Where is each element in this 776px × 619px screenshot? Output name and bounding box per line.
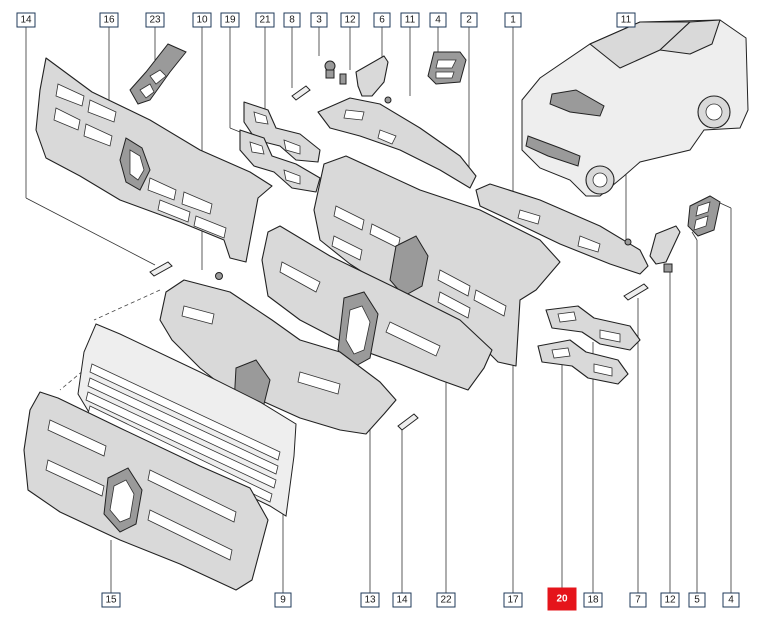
svg-text:10: 10 (196, 15, 208, 26)
svg-text:4: 4 (435, 15, 441, 26)
svg-text:2: 2 (466, 15, 472, 26)
middle-frame-part-22 (261, 225, 493, 391)
clip-strip-lower (397, 413, 419, 431)
vent-grille-part-4-right (687, 195, 721, 237)
callout-4-top: 4 (429, 12, 447, 28)
fasteners-3-12-6 (324, 55, 392, 104)
callout-14-bottom: 14 (392, 592, 412, 608)
callout-14-top: 14 (16, 12, 36, 28)
callout-13: 13 (360, 592, 380, 608)
callout-4-bottom: 4 (722, 592, 740, 608)
svg-text:19: 19 (224, 15, 236, 26)
long-beam-part-1 (475, 183, 649, 275)
svg-text:20: 20 (556, 594, 568, 605)
front-grille-part-15 (23, 391, 269, 591)
callout-11-top-b: 11 (616, 12, 636, 28)
callout-7: 7 (629, 592, 647, 608)
svg-text:1: 1 (510, 15, 516, 26)
upper-cowl-beam-part-2 (317, 97, 477, 189)
svg-text:22: 22 (440, 595, 452, 606)
svg-text:6: 6 (379, 15, 385, 26)
grille-badge-insert (129, 43, 187, 105)
callout-15: 15 (101, 592, 121, 608)
svg-text:13: 13 (364, 595, 376, 606)
callout-16: 16 (99, 12, 119, 28)
callout-18: 18 (583, 592, 603, 608)
svg-text:9: 9 (280, 595, 286, 606)
callout-10: 10 (192, 12, 212, 28)
svg-text:8: 8 (289, 15, 295, 26)
svg-text:12: 12 (344, 15, 356, 26)
clip-strip-8 (291, 85, 311, 101)
callout-19: 19 (220, 12, 240, 28)
side-brackets-19-21 (239, 101, 321, 193)
side-brackets-20-18 (537, 305, 641, 385)
callout-17: 17 (503, 592, 523, 608)
svg-text:11: 11 (405, 15, 416, 26)
callout-12-top: 12 (340, 12, 360, 28)
callout-12-bottom: 12 (660, 592, 680, 608)
callout-20-highlighted[interactable]: 20 (547, 587, 577, 611)
callout-5: 5 (688, 592, 706, 608)
svg-text:5: 5 (694, 595, 700, 606)
svg-text:23: 23 (149, 15, 161, 26)
svg-text:4: 4 (728, 595, 734, 606)
callout-21: 21 (255, 12, 275, 28)
clip-strip-upper (149, 261, 173, 277)
screw-part-10 (215, 272, 223, 280)
grille-frame-upper (35, 57, 273, 263)
svg-text:14: 14 (20, 15, 32, 26)
callout-3: 3 (310, 12, 328, 28)
callout-9: 9 (274, 592, 292, 608)
svg-text:17: 17 (507, 595, 519, 606)
central-grille-assembly-part-17 (313, 155, 561, 367)
vent-grille-part-4-top (427, 51, 467, 85)
callout-22: 22 (436, 592, 456, 608)
svg-text:15: 15 (105, 595, 117, 606)
callout-8: 8 (283, 12, 301, 28)
svg-text:18: 18 (587, 595, 599, 606)
svg-text:12: 12 (664, 595, 676, 606)
car-illustration (521, 19, 749, 197)
svg-text:16: 16 (103, 15, 115, 26)
callout-2: 2 (460, 12, 478, 28)
svg-text:7: 7 (635, 595, 641, 606)
svg-text:11: 11 (621, 15, 632, 26)
svg-text:14: 14 (396, 595, 408, 606)
clip-strip-7 (623, 283, 649, 301)
louvered-panel-part-9 (77, 323, 297, 517)
callout-23: 23 (145, 12, 165, 28)
bracket-part-5 (624, 225, 681, 273)
svg-text:21: 21 (259, 15, 271, 26)
callout-6: 6 (373, 12, 391, 28)
callout-11-top-a: 11 (400, 12, 420, 28)
svg-text:3: 3 (316, 15, 322, 26)
callout-1: 1 (504, 12, 522, 28)
